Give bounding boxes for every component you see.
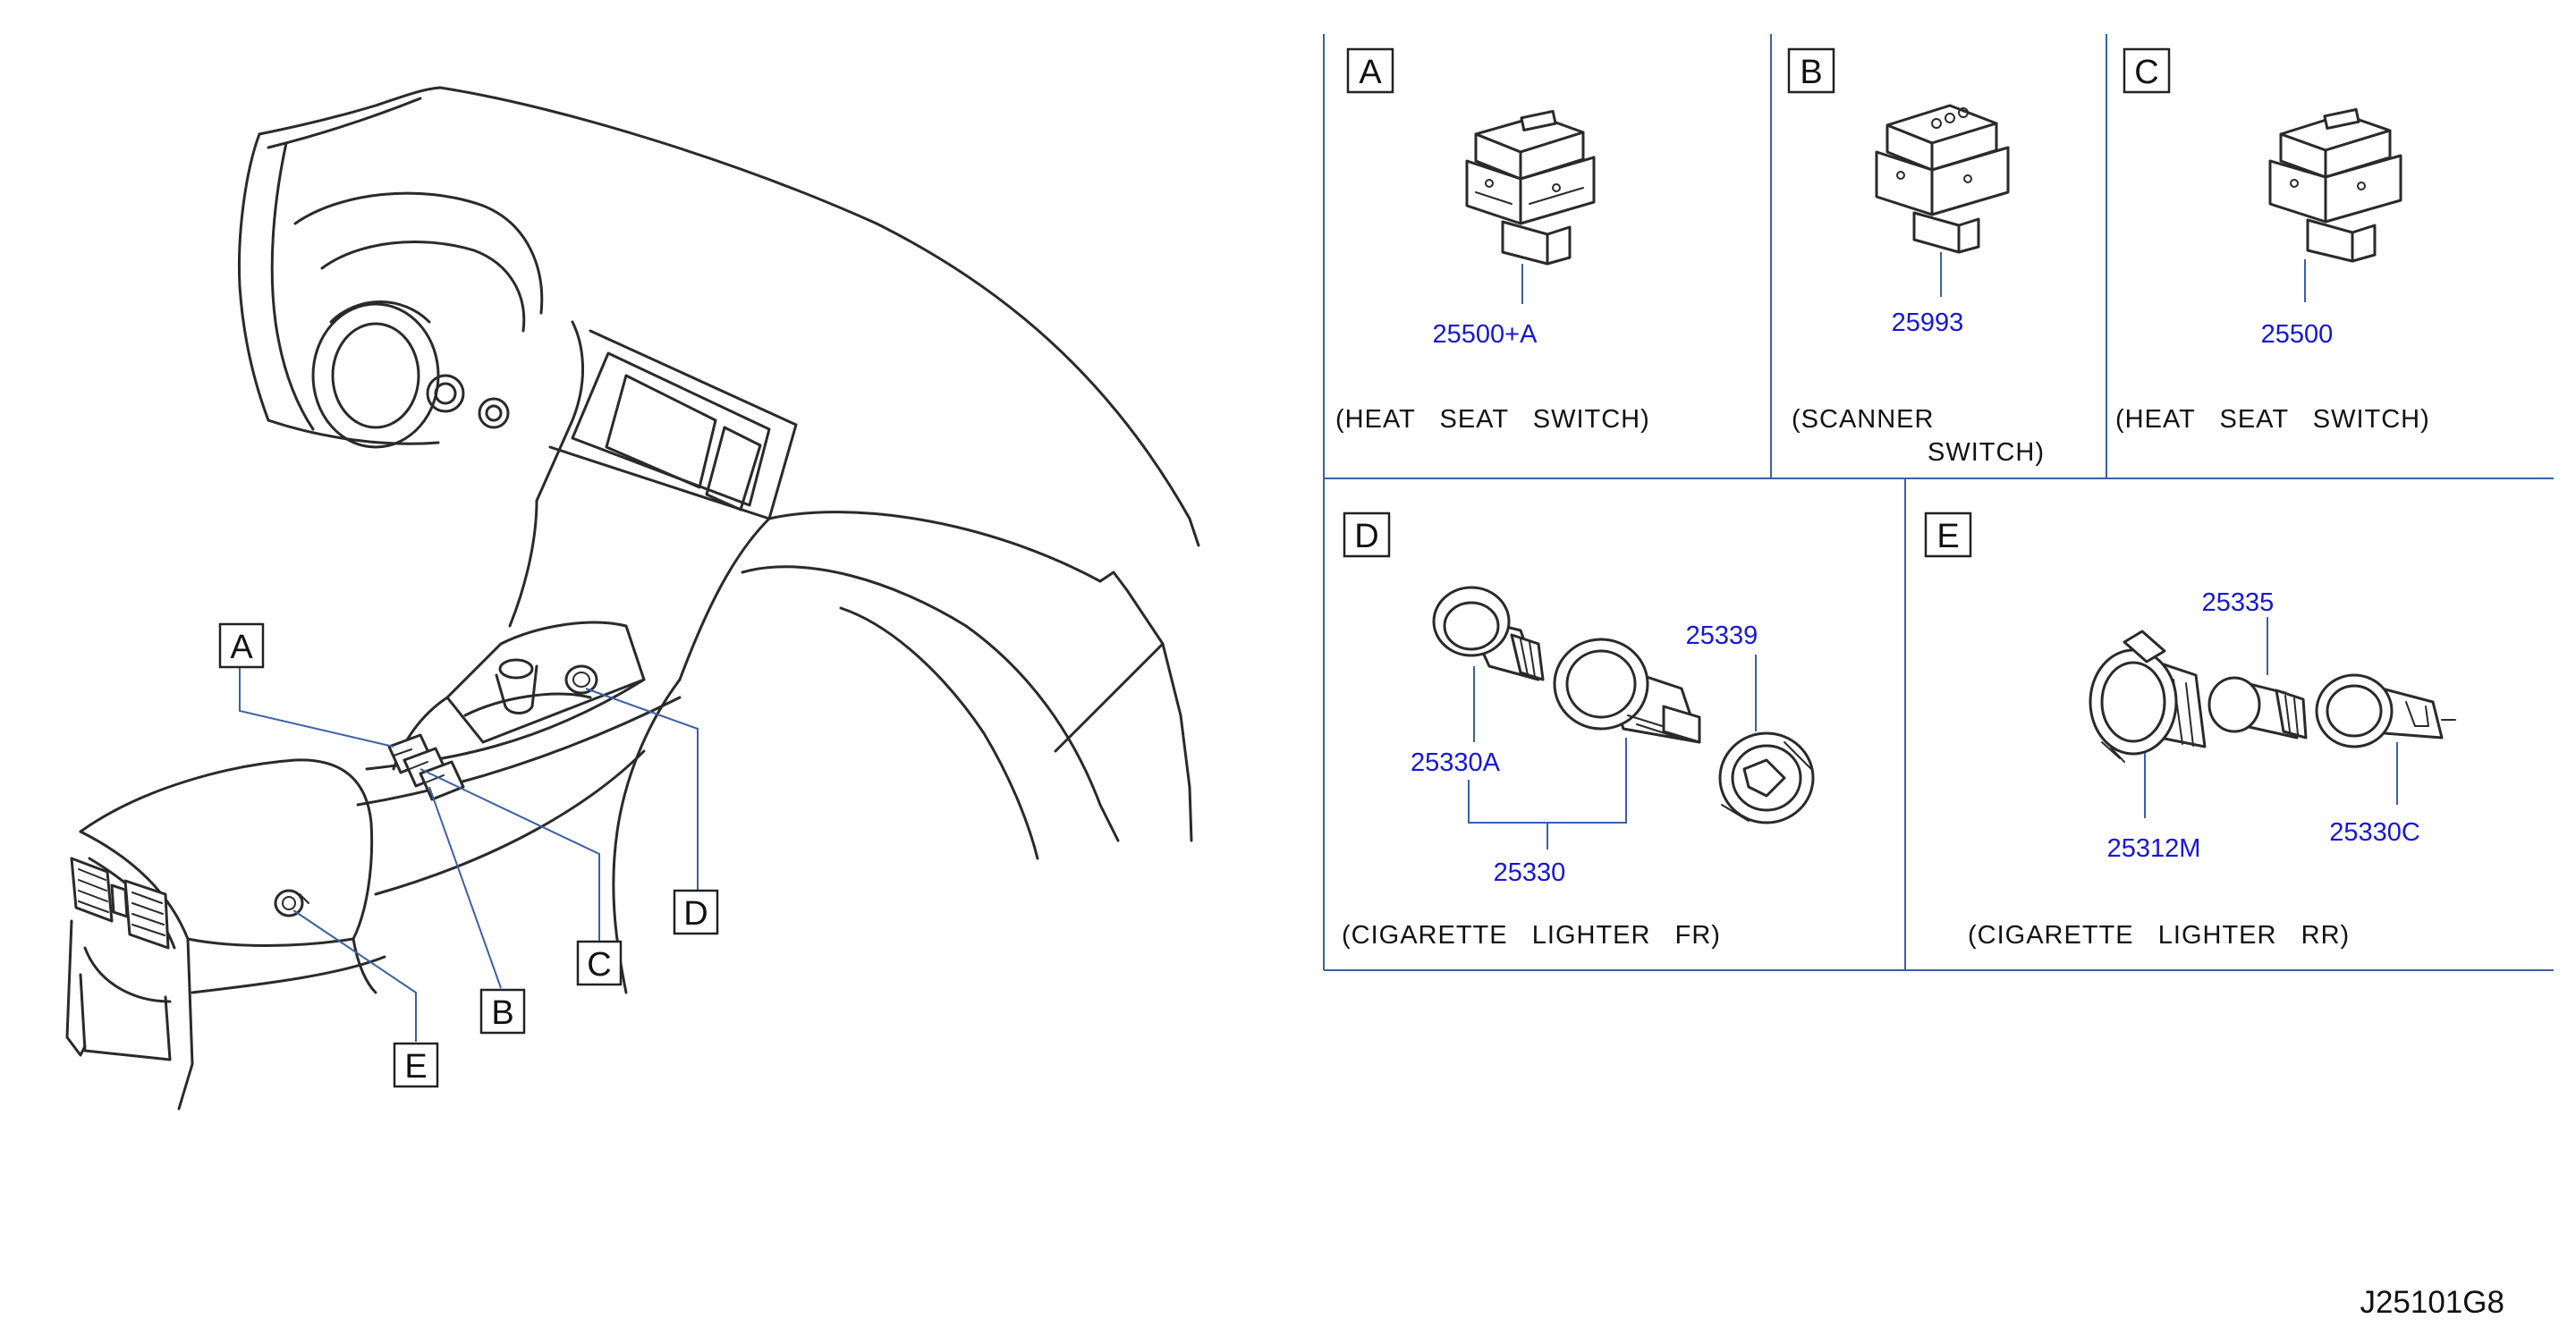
panel-e: E 25335 25312M 25330C [1924, 511, 2456, 950]
callout-a-label: A [230, 629, 253, 666]
panel-c-letter: C [2134, 54, 2158, 91]
panel-d-letter: D [1354, 518, 1378, 555]
panel-a-caption: (HEAT SEAT SWITCH) [1335, 405, 1650, 434]
panel-e-letter: E [1936, 518, 1959, 555]
bezel-ring-25339 [1718, 731, 1815, 824]
part-number-25330a: 25330A [1411, 748, 1501, 777]
callout-d: D [673, 889, 719, 935]
part-number-25339: 25339 [1686, 621, 1758, 650]
panel-a-letter: A [1359, 54, 1382, 91]
scanner-switch-b [1875, 104, 2010, 254]
panel-b-letter: B [1800, 54, 1822, 91]
panel-d: D 25339 25330A 25330 [1342, 511, 1815, 950]
callout-e-label: E [404, 1048, 427, 1086]
rear-air-vents [70, 857, 170, 950]
callout-e: E [393, 1042, 439, 1088]
part-number-25500: 25500 [2261, 320, 2334, 349]
panel-c-caption: (HEAT SEAT SWITCH) [2115, 405, 2430, 434]
heat-seat-switch-c [2268, 107, 2402, 263]
heat-seat-switch-a [1465, 109, 1596, 266]
dashboard-illustration [65, 86, 1200, 1111]
lighter-plug-25330a [1432, 586, 1545, 681]
part-number-25330c: 25330C [2329, 818, 2420, 847]
panel-b-caption-line1: (SCANNER [1792, 405, 1934, 434]
panel-e-caption: (CIGARETTE LIGHTER RR) [1968, 921, 2350, 950]
panel-a: A 25500+A (HEAT SEAT SWITCH) [1335, 47, 1650, 434]
callout-b: B [479, 988, 526, 1035]
lighter-plug-25335 [2207, 676, 2308, 740]
diagram-code: J25101G8 [2360, 1285, 2504, 1320]
panel-grid [1323, 34, 2554, 971]
part-number-25500-a: 25500+A [1433, 320, 1538, 349]
callout-b-label: B [491, 994, 513, 1032]
panel-c: C 25500 (HEAT SEAT SWITCH) [2115, 47, 2430, 434]
callout-a: A [218, 622, 265, 669]
callout-d-label: D [683, 895, 708, 933]
lighter-socket-25330 [1553, 638, 1701, 744]
part-number-25330: 25330 [1494, 858, 1566, 887]
panel-d-caption: (CIGARETTE LIGHTER FR) [1342, 921, 1721, 950]
power-outlet-25312m [2089, 630, 2207, 763]
panel-b: B 25993 (SCANNER SWITCH) [1787, 47, 2045, 467]
part-number-25993: 25993 [1892, 309, 1964, 337]
leader-lines-left [239, 667, 699, 1042]
part-number-25312m: 25312M [2107, 834, 2201, 863]
callout-c: C [576, 940, 623, 986]
panel-b-caption-line2: SWITCH) [1928, 438, 2045, 467]
console-switches [387, 733, 465, 801]
callout-c-label: C [587, 946, 611, 984]
lighter-socket-25330c [2315, 673, 2456, 748]
part-number-25335: 25335 [2202, 588, 2275, 617]
